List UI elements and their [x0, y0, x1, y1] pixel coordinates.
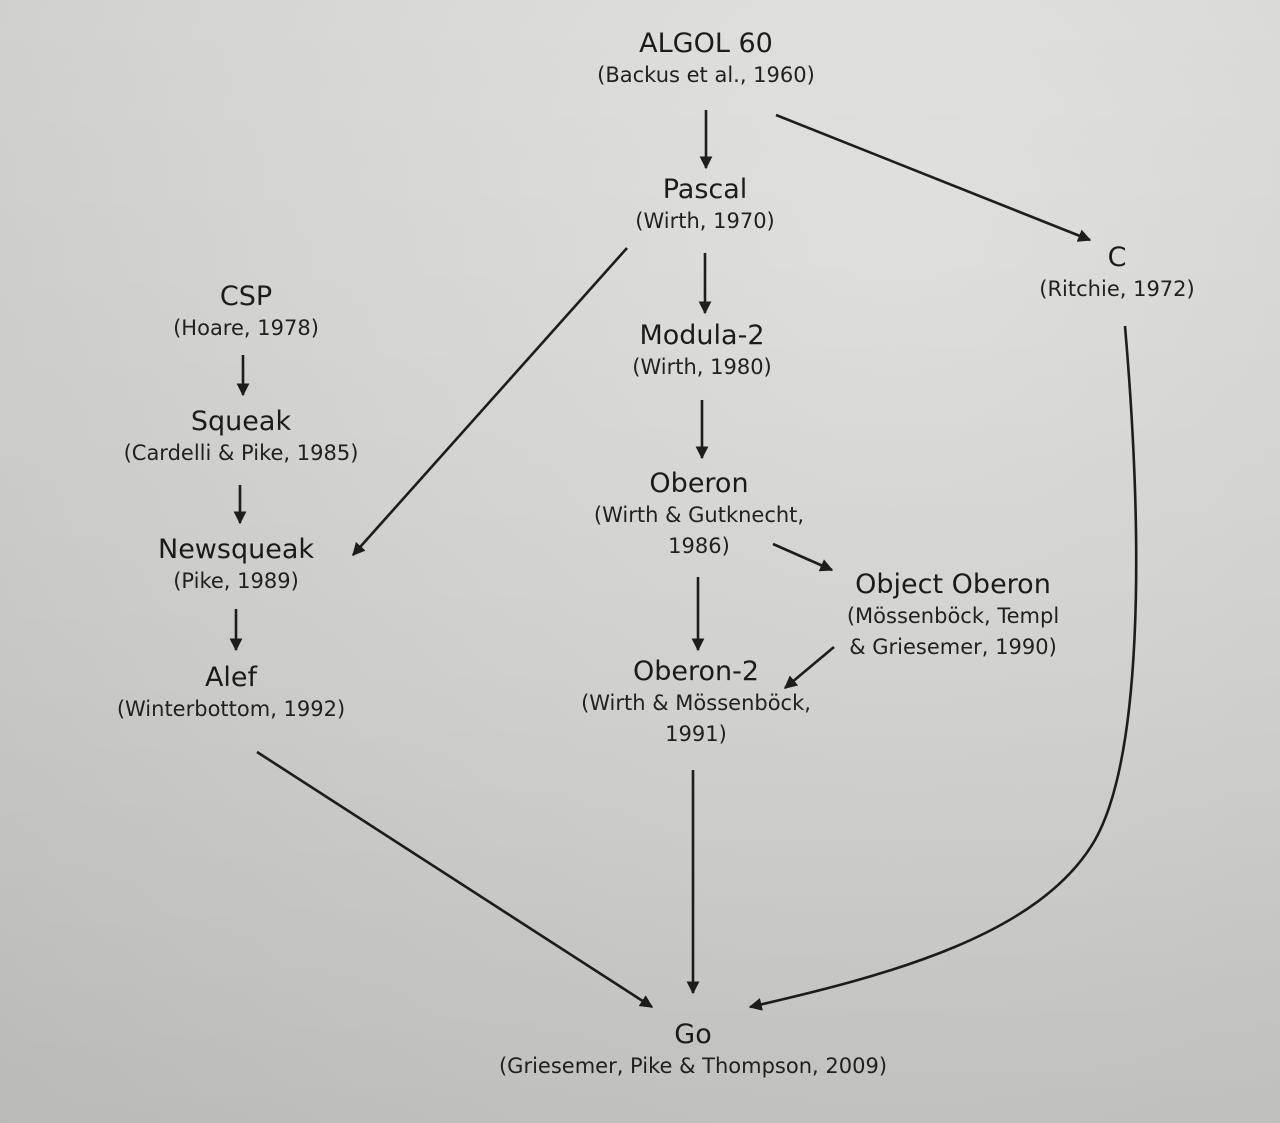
- node-citation: (Wirth & Gutknecht,: [593, 503, 805, 527]
- node-citation: (Wirth, 1980): [632, 355, 772, 379]
- node-name: Squeak: [190, 406, 292, 437]
- node-citation-cont: 1991): [665, 722, 727, 746]
- node-modula2: Modula-2 (Wirth, 1980): [632, 320, 772, 383]
- node-name: Oberon-2: [632, 656, 760, 687]
- node-name: C: [1107, 242, 1127, 273]
- node-citation: (Wirth, 1970): [635, 209, 775, 233]
- node-citation-cont: & Griesemer, 1990): [849, 635, 1057, 659]
- node-name: Newsqueak: [157, 534, 315, 565]
- node-pascal: Pascal (Wirth, 1970): [635, 174, 775, 237]
- node-citation: (Cardelli & Pike, 1985): [123, 441, 359, 465]
- edge-algol60-c: [775, 113, 1092, 242]
- node-csp: CSP (Hoare, 1978): [173, 281, 319, 344]
- node-object-oberon: Object Oberon (Mössenböck, Templ & Gries…: [847, 569, 1059, 663]
- node-oberon: Oberon (Wirth & Gutknecht, 1986): [594, 468, 804, 562]
- node-name: Alef: [204, 662, 258, 693]
- edge-object-oberon-oberon2: [784, 646, 835, 689]
- node-citation: (Mössenböck, Templ: [846, 604, 1060, 628]
- node-c: C (Ritchie, 1972): [1039, 242, 1194, 305]
- node-name: Pascal: [662, 174, 748, 205]
- node-citation-cont: 1986): [668, 534, 730, 558]
- node-alef: Alef (Winterbottom, 1992): [117, 662, 345, 725]
- node-newsqueak: Newsqueak (Pike, 1989): [158, 534, 314, 597]
- node-algol60: ALGOL 60 (Backus et al., 1960): [597, 28, 815, 91]
- node-citation: (Ritchie, 1972): [1039, 277, 1195, 301]
- edge-pascal-newsqueak: [352, 247, 628, 556]
- edge-alef-go: [256, 750, 654, 1009]
- node-name: Go: [674, 1019, 712, 1050]
- node-name: ALGOL 60: [639, 28, 773, 59]
- node-go: Go (Griesemer, Pike & Thompson, 2009): [499, 1019, 887, 1082]
- edge-c-go: [748, 325, 1138, 1011]
- node-citation: (Wirth & Mössenböck,: [581, 691, 811, 715]
- node-name: CSP: [219, 281, 273, 312]
- node-citation: (Winterbottom, 1992): [116, 697, 346, 721]
- node-name: Modula-2: [639, 320, 765, 351]
- node-squeak: Squeak (Cardelli & Pike, 1985): [124, 406, 359, 469]
- node-name: Oberon: [649, 468, 749, 499]
- node-citation: (Griesemer, Pike & Thompson, 2009): [498, 1054, 888, 1078]
- node-oberon2: Oberon-2 (Wirth & Mössenböck, 1991): [581, 656, 811, 750]
- node-citation: (Pike, 1989): [173, 569, 299, 593]
- node-citation: (Backus et al., 1960): [597, 63, 815, 87]
- node-name: Object Oberon: [855, 569, 1051, 600]
- edge-oberon-object-oberon: [772, 542, 834, 572]
- node-citation: (Hoare, 1978): [173, 316, 319, 340]
